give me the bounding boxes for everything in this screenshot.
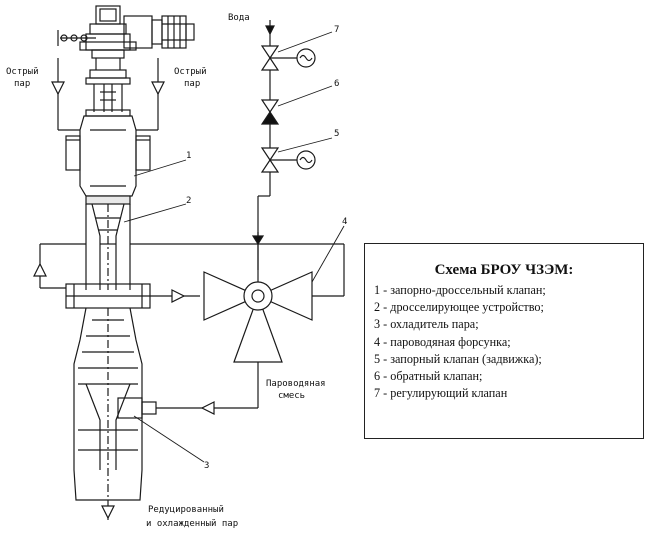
shutoff-throttle-valve-body	[65, 115, 151, 197]
callout-1: 1	[186, 151, 191, 161]
legend-item: 5 - запорный клапан (задвижка);	[374, 351, 542, 366]
callout-2: 2	[186, 196, 191, 206]
label-steam-right-1: Острый	[174, 67, 207, 77]
legend-item: 6 - обратный клапан;	[374, 369, 483, 384]
callout-6: 6	[334, 79, 339, 89]
legend-item: 3 - охладитель пара;	[374, 317, 479, 332]
diagram-labels: Вода Острый пар Острый пар Пароводяная с…	[6, 13, 347, 529]
label-outlet-1: Редуцированный	[148, 505, 224, 515]
label-mixture-1: Пароводяная	[266, 379, 326, 389]
legend-item: 2 - дросселирующее устройство;	[374, 300, 544, 315]
label-steam-left-1: Острый	[6, 67, 39, 77]
label-steam-right-2: пар	[184, 79, 200, 89]
callout-leaders	[123, 31, 345, 463]
throttling-device	[85, 195, 131, 290]
label-steam-left-2: пар	[14, 79, 30, 89]
label-outlet-2: и охлажденный пар	[146, 519, 238, 529]
legend-item: 1 - запорно-дроссельный клапан;	[374, 283, 546, 297]
regulating-valve-7	[260, 45, 316, 71]
steam-inlet-lines	[51, 58, 165, 131]
label-mixture-2: смесь	[278, 391, 305, 401]
check-valve-6	[260, 99, 280, 125]
legend-box: Схема БРОУ ЧЗЭМ: 1 - запорно-дроссельный…	[364, 243, 644, 439]
shutoff-valve-5	[260, 147, 316, 173]
actuator-drive	[57, 5, 195, 117]
legend-item: 4 - пароводяная форсунка;	[374, 334, 511, 349]
label-water: Вода	[228, 13, 250, 23]
callout-4: 4	[342, 217, 347, 227]
spray-water-lines	[33, 220, 259, 289]
callout-7: 7	[334, 25, 339, 35]
steam-cooler	[73, 307, 259, 501]
callout-5: 5	[334, 129, 339, 139]
callout-3: 3	[204, 461, 209, 471]
legend-title: Схема БРОУ ЧЗЭМ:	[434, 262, 574, 278]
legend-list: 1 - запорно-дроссельный клапан; 2 - дрос…	[365, 282, 643, 402]
outlet-pipe	[101, 500, 115, 520]
legend-item: 7 - регулирующий клапан	[374, 386, 508, 401]
steam-water-nozzle	[203, 232, 345, 363]
